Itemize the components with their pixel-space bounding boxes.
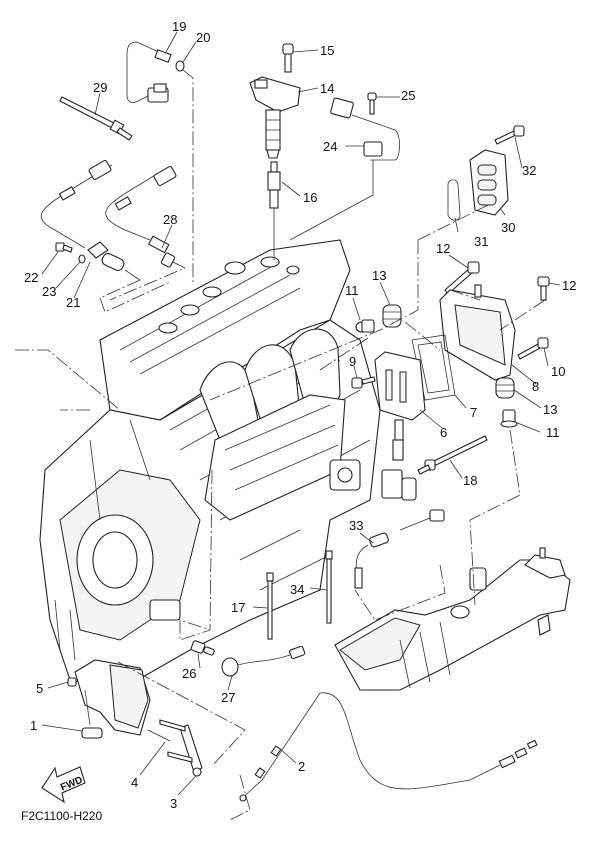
part-10-bolt[interactable]	[517, 337, 549, 360]
part-4-pin[interactable]	[147, 729, 171, 742]
callout-30[interactable]: 30	[501, 220, 515, 235]
callout-11b[interactable]: 11	[546, 425, 560, 440]
callout-26[interactable]: 26	[182, 666, 196, 681]
callout-5[interactable]: 5	[36, 681, 43, 696]
part-11-collar-b[interactable]	[500, 409, 518, 428]
part-3-bracket[interactable]	[159, 719, 203, 777]
part-29-stud-bolt[interactable]	[59, 96, 133, 141]
callout-4[interactable]: 4	[131, 775, 138, 790]
callout-18[interactable]: 18	[463, 473, 477, 488]
engine-block	[39, 239, 381, 691]
callout-25[interactable]: 25	[401, 88, 415, 103]
part-27-plug-cap[interactable]	[221, 645, 306, 677]
callout-23[interactable]: 23	[42, 284, 56, 299]
callout-16[interactable]: 16	[303, 190, 317, 205]
callout-12a[interactable]: 12	[436, 241, 450, 256]
callout-10[interactable]: 10	[551, 364, 565, 379]
part-17-cable-tie[interactable]	[266, 572, 274, 640]
part-exhaust-chamber	[334, 547, 571, 691]
part-14-ignition-coil[interactable]	[249, 76, 301, 159]
part-15-bolt[interactable]	[282, 43, 294, 73]
part-22-bolt[interactable]	[55, 242, 73, 253]
callout-31[interactable]: 31	[474, 234, 488, 249]
forward-direction-arrow: FWD	[41, 766, 86, 804]
callout-6[interactable]: 6	[440, 425, 447, 440]
callout-12b[interactable]: 12	[562, 278, 576, 293]
figure-code: F2C1100-H220	[21, 809, 102, 823]
callout-8[interactable]: 8	[532, 379, 539, 394]
part-12-bolt-a[interactable]	[444, 261, 480, 295]
reference-lines	[15, 69, 546, 821]
part-19-sensor[interactable]	[126, 41, 172, 103]
part-30-cover[interactable]	[469, 149, 509, 216]
part-6-control-unit[interactable]	[374, 351, 426, 501]
callout-24[interactable]: 24	[323, 139, 337, 154]
callout-27[interactable]: 27	[221, 690, 235, 705]
part-11-collar-a[interactable]	[355, 319, 375, 333]
callout-11a[interactable]: 11	[345, 283, 359, 298]
callout-22[interactable]: 22	[24, 270, 38, 285]
callout-32[interactable]: 32	[522, 163, 536, 178]
part-24-sensor[interactable]	[289, 97, 400, 241]
callout-3[interactable]: 3	[170, 796, 177, 811]
part-21-sensor[interactable]	[40, 159, 141, 281]
part-1-throttle-body[interactable]	[74, 659, 151, 739]
callout-33[interactable]: 33	[349, 518, 363, 533]
part-32-bolt[interactable]	[494, 125, 525, 145]
part-25-bolt[interactable]	[367, 92, 377, 115]
callout-2[interactable]: 2	[298, 759, 305, 774]
callout-28[interactable]: 28	[163, 212, 177, 227]
callout-1[interactable]: 1	[30, 718, 37, 733]
callout-13b[interactable]: 13	[543, 402, 557, 417]
callout-labels: 19 20 29 28 22 23 21 15 14 16 25 24 32 3…	[24, 19, 576, 811]
part-13-grommet-b[interactable]	[495, 377, 515, 399]
callout-34[interactable]: 34	[290, 582, 304, 597]
callout-15[interactable]: 15	[320, 43, 334, 58]
callout-13a[interactable]: 13	[372, 268, 386, 283]
part-34-cable-tie[interactable]	[325, 550, 333, 624]
part-20-washer[interactable]	[175, 60, 185, 72]
leader-lines	[41, 31, 561, 796]
part-33-sensor[interactable]	[354, 509, 445, 589]
part-16-spark-plug[interactable]	[267, 161, 281, 260]
part-12-bolt-b[interactable]	[537, 276, 550, 301]
part-26-sensor[interactable]	[190, 640, 215, 656]
part-2-cable[interactable]	[239, 692, 538, 802]
callout-19[interactable]: 19	[172, 19, 186, 34]
callout-7[interactable]: 7	[470, 405, 477, 420]
part-18-stud-bolt[interactable]	[417, 435, 488, 475]
callout-20[interactable]: 20	[196, 30, 210, 45]
callout-14[interactable]: 14	[320, 81, 334, 96]
part-23-washer[interactable]	[78, 254, 86, 264]
callout-9[interactable]: 9	[349, 354, 356, 369]
callout-29[interactable]: 29	[93, 80, 107, 95]
part-8-bracket[interactable]	[439, 284, 516, 381]
part-5-nut[interactable]	[67, 677, 77, 687]
callout-21[interactable]: 21	[66, 295, 80, 310]
part-28-sensor[interactable]	[105, 165, 177, 268]
part-31-gasket[interactable]	[447, 179, 461, 221]
callout-17[interactable]: 17	[231, 600, 245, 615]
